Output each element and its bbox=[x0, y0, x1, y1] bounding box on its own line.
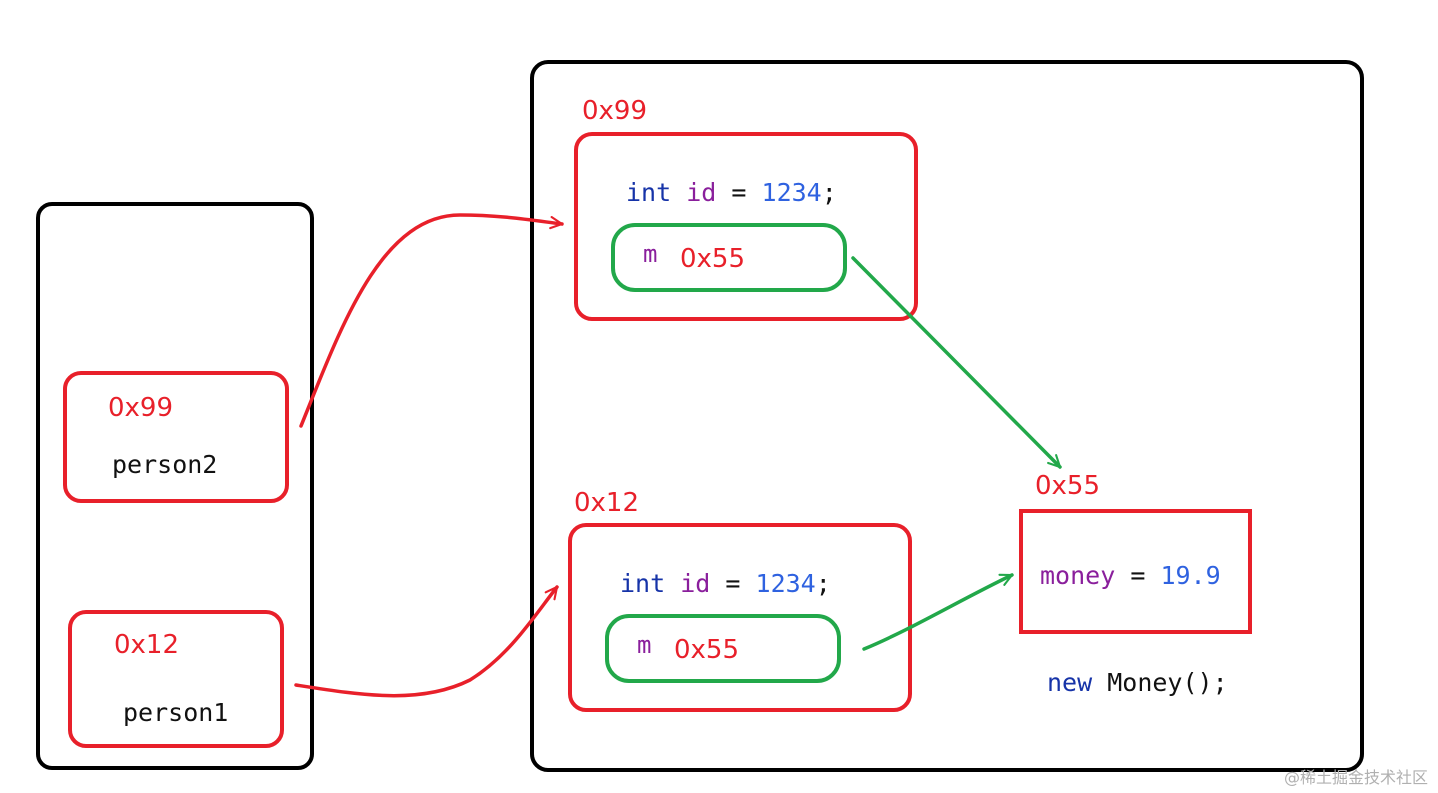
arrow-person2-to-object bbox=[299, 213, 564, 428]
person1-m-reference-box bbox=[605, 614, 841, 683]
heap-frame bbox=[530, 60, 1364, 772]
person1-address: 0x12 bbox=[114, 630, 179, 660]
person2-address: 0x99 bbox=[108, 393, 173, 423]
stack-frame bbox=[36, 202, 314, 770]
person2-object-address: 0x99 bbox=[582, 96, 647, 126]
id-field: id bbox=[686, 178, 716, 207]
money-value: 19.9 bbox=[1160, 561, 1220, 590]
id-value: 1234 bbox=[762, 178, 822, 207]
person1-variable-box bbox=[68, 610, 284, 748]
semicolon: ; bbox=[822, 178, 837, 207]
person2-m-reference-box bbox=[611, 223, 847, 292]
person1-object-address: 0x12 bbox=[574, 488, 639, 518]
person1-m-label: m bbox=[637, 631, 651, 659]
int-keyword: int bbox=[626, 178, 671, 207]
id-value: 1234 bbox=[756, 569, 816, 598]
new-keyword: new bbox=[1047, 668, 1093, 697]
person2-m-value: 0x55 bbox=[680, 244, 745, 274]
equals-sign: = bbox=[731, 178, 746, 207]
equals-sign: = bbox=[1130, 561, 1145, 590]
arrow-person1-to-object bbox=[294, 585, 559, 698]
person2-name: person2 bbox=[112, 450, 217, 479]
arrow-person2-m-to-money bbox=[851, 256, 1062, 469]
new-money-expression: new Money(); bbox=[1047, 668, 1228, 697]
arrow-person1-m-to-money bbox=[862, 573, 1014, 651]
person2-object-id-line: int id = 1234; bbox=[626, 178, 837, 207]
money-field: money bbox=[1040, 561, 1115, 590]
money-object-box bbox=[1019, 509, 1252, 634]
equals-sign: = bbox=[725, 569, 740, 598]
money-object-address: 0x55 bbox=[1035, 471, 1100, 501]
person2-m-label: m bbox=[643, 240, 657, 268]
person1-name: person1 bbox=[123, 698, 228, 727]
person2-object-box bbox=[574, 132, 918, 321]
person1-m-value: 0x55 bbox=[674, 635, 739, 665]
person1-object-id-line: int id = 1234; bbox=[620, 569, 831, 598]
semicolon: ; bbox=[816, 569, 831, 598]
id-field: id bbox=[680, 569, 710, 598]
constructor-call: Money(); bbox=[1107, 668, 1227, 697]
int-keyword: int bbox=[620, 569, 665, 598]
person2-variable-box bbox=[63, 371, 289, 503]
person1-object-box bbox=[568, 523, 912, 712]
money-field-line: money = 19.9 bbox=[1040, 561, 1221, 590]
watermark-text: @稀土掘金技术社区 bbox=[1284, 768, 1428, 787]
